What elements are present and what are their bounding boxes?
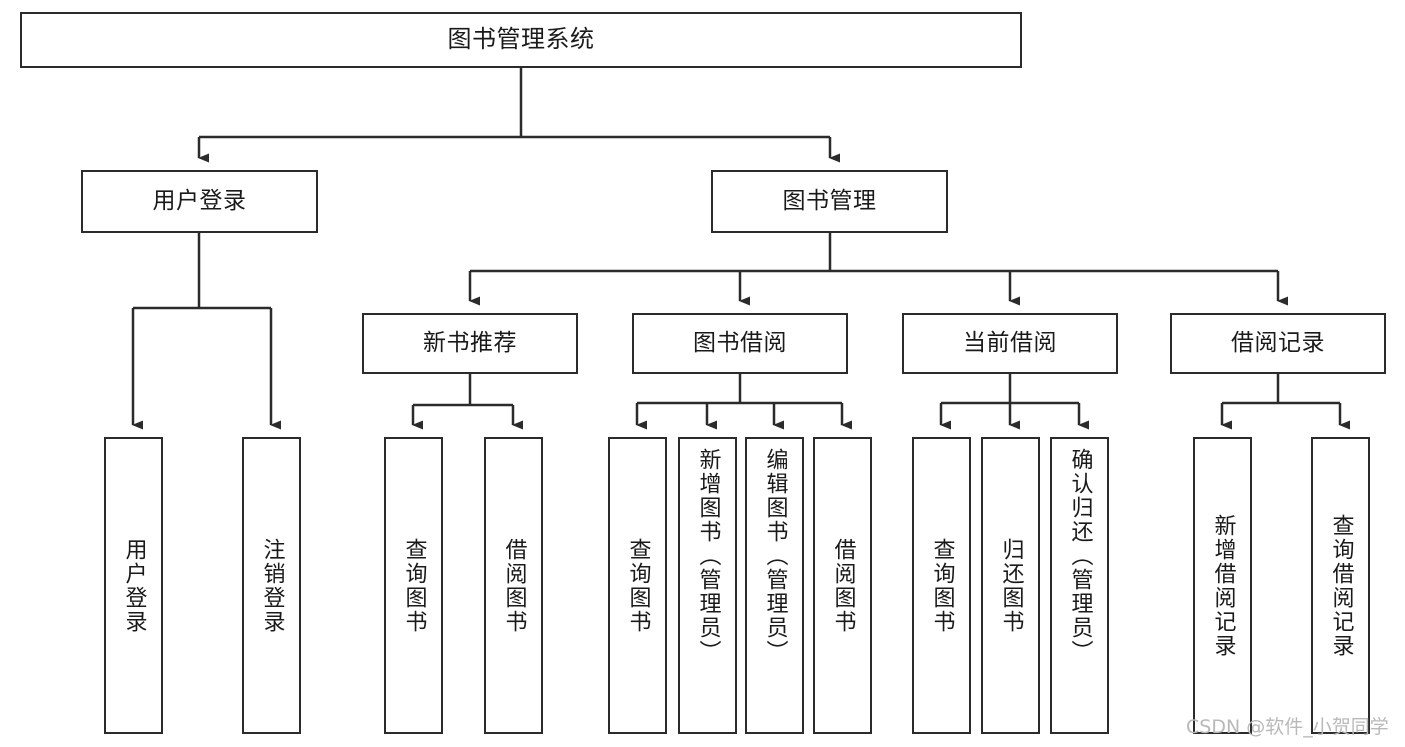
- node-label: 图书借阅: [693, 330, 787, 357]
- node-book-management[interactable]: 图书管理: [711, 170, 948, 233]
- node-book-borrow[interactable]: 图书借阅: [632, 313, 848, 374]
- node-label: 归还图书: [998, 537, 1024, 634]
- node-label: 查询图书: [401, 537, 427, 634]
- leaf-add-record[interactable]: 新增借阅记录: [1193, 437, 1252, 734]
- node-label: 查询图书: [929, 537, 955, 634]
- leaf-query-record[interactable]: 查询借阅记录: [1311, 437, 1370, 734]
- leaf-query-book-1[interactable]: 查询图书: [384, 437, 443, 734]
- node-label: 注销登录: [259, 537, 285, 634]
- node-new-book-recommend[interactable]: 新书推荐: [362, 313, 578, 374]
- csdn-watermark: CSDN @软件_小贺同学: [1186, 716, 1389, 738]
- node-label: 图书管理系统: [447, 25, 595, 54]
- node-user-login[interactable]: 用户登录: [81, 170, 318, 233]
- node-label: 借阅图书: [501, 537, 527, 634]
- node-label: 编辑图书（管理员）: [762, 448, 788, 664]
- leaf-confirm-return[interactable]: 确认归还（管理员）: [1050, 437, 1109, 734]
- node-label: 查询借阅记录: [1328, 513, 1354, 658]
- node-label: 新增借阅记录: [1210, 513, 1236, 658]
- node-label: 借阅记录: [1231, 330, 1325, 357]
- node-root-system[interactable]: 图书管理系统: [20, 12, 1022, 68]
- node-label: 用户登录: [121, 537, 147, 634]
- node-label: 确认归还（管理员）: [1067, 448, 1093, 664]
- leaf-borrow-book-2[interactable]: 借阅图书: [813, 437, 872, 734]
- leaf-query-book-2[interactable]: 查询图书: [608, 437, 667, 734]
- node-label: 查询图书: [625, 537, 651, 634]
- node-label: 用户登录: [152, 188, 247, 215]
- node-borrow-record[interactable]: 借阅记录: [1170, 313, 1386, 374]
- leaf-query-book-3[interactable]: 查询图书: [912, 437, 971, 734]
- leaf-return-book[interactable]: 归还图书: [981, 437, 1040, 734]
- node-label: 当前借阅: [963, 330, 1057, 357]
- leaf-user-login[interactable]: 用户登录: [104, 437, 163, 734]
- node-label: 借阅图书: [830, 537, 856, 634]
- node-label: 新书推荐: [423, 330, 517, 357]
- node-label: 新增图书（管理员）: [695, 448, 721, 664]
- leaf-edit-book[interactable]: 编辑图书（管理员）: [745, 437, 804, 734]
- leaf-add-book[interactable]: 新增图书（管理员）: [678, 437, 737, 734]
- node-current-borrow[interactable]: 当前借阅: [902, 313, 1118, 374]
- leaf-borrow-book-1[interactable]: 借阅图书: [484, 437, 543, 734]
- node-label: 图书管理: [782, 188, 877, 215]
- leaf-logout-login[interactable]: 注销登录: [242, 437, 301, 734]
